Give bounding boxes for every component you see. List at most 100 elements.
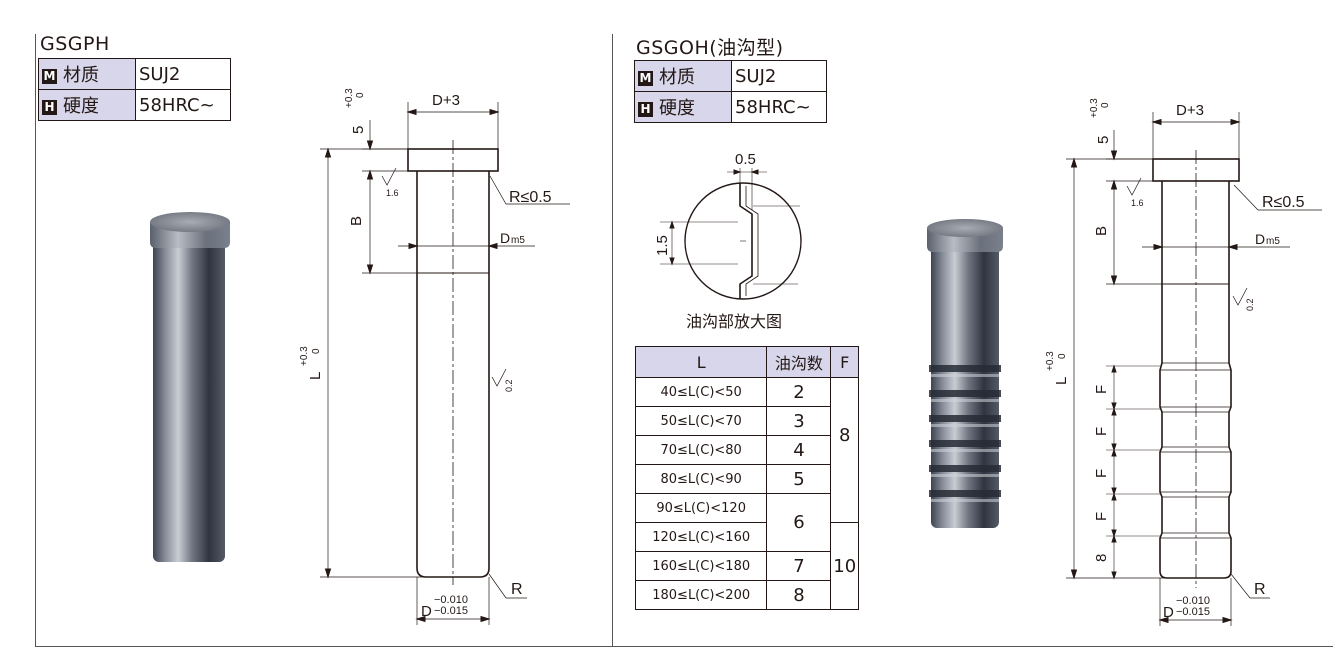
- row-count: 7: [766, 551, 832, 581]
- right-spec-table: M 材质 SUJ2 H 硬度 58HRC~: [634, 60, 827, 123]
- left-d-tol-lower: −0.015: [434, 605, 468, 617]
- left-l-tol-zero: 0: [311, 348, 322, 354]
- right-d-tol-upper: −0.010: [1176, 595, 1210, 607]
- left-material-value: SUJ2: [135, 58, 231, 90]
- right-radius-top: R≤0.5: [1262, 194, 1305, 211]
- row-count: 8: [766, 580, 832, 610]
- left-dm5-sub: m5: [511, 235, 525, 246]
- right-head-tol-zero: 0: [1100, 102, 1111, 108]
- row-l: 40≤L(C)<50: [634, 377, 768, 407]
- f-value-8: 8: [830, 377, 859, 494]
- right-hardness-label-cell: H 硬度: [634, 91, 732, 123]
- left-pin-photo: [150, 212, 230, 562]
- right-roughness-body: 0.2: [1245, 298, 1255, 311]
- hardness-icon: H: [638, 102, 653, 117]
- table-row: 70≤L(C)<80 4: [634, 435, 859, 465]
- left-dm5-main: D: [500, 230, 510, 246]
- left-pin-drawing: [320, 102, 570, 625]
- right-roughness-head: 1.6: [1131, 198, 1144, 208]
- right-dm5-main: D: [1255, 231, 1265, 247]
- left-drawing-labels: D+3 +0.3 0 5 R≤0.5 1.6 B D m5 L +0.3 0 0…: [299, 88, 552, 620]
- right-bottom-label: 8: [1093, 554, 1110, 562]
- row-l: 180≤L(C)<200: [634, 580, 768, 610]
- left-d-main: D: [421, 603, 432, 620]
- right-material-label-cell: M 材质: [634, 60, 732, 92]
- table-row: 160≤L(C)<180 7: [634, 551, 859, 581]
- left-head-height: 5: [350, 126, 367, 134]
- right-head-height: 5: [1095, 136, 1112, 144]
- right-material-row: M 材质 SUJ2: [634, 60, 827, 92]
- table-row: 50≤L(C)<70 3: [634, 406, 859, 436]
- row-l: 70≤L(C)<80: [634, 435, 768, 465]
- table-row: 180≤L(C)<200 8: [634, 580, 859, 610]
- oil-groove-detail: [660, 168, 802, 300]
- row-count: 3: [766, 406, 832, 436]
- header-count: 油沟数: [766, 346, 832, 378]
- right-dm5-sub: m5: [1266, 236, 1280, 247]
- bottom-border: [35, 646, 1333, 647]
- table-row: 90≤L(C)<120 6: [634, 493, 859, 552]
- right-drawing-labels: D+3 +0.3 0 5 R≤0.5 1.6 B D m5 0.2 L +0.3…: [1045, 98, 1305, 621]
- detail-labels: 0.5 1.5 油沟部放大图: [654, 151, 782, 331]
- left-radius-bottom: R: [511, 581, 523, 598]
- table-row: 80≤L(C)<90 5: [634, 464, 859, 494]
- row-l: 160≤L(C)<180: [634, 551, 768, 581]
- detail-height-dim: 1.5: [654, 235, 671, 256]
- row-l: 80≤L(C)<90: [634, 464, 768, 494]
- right-material-value: SUJ2: [731, 60, 827, 92]
- row-count: 2: [766, 377, 832, 407]
- left-border: [35, 34, 36, 646]
- left-material-label: 材质: [63, 65, 99, 86]
- left-l-label: L: [307, 372, 324, 380]
- right-pin-drawing: [1066, 112, 1322, 626]
- left-radius-top: R≤0.5: [509, 189, 552, 206]
- header-f: F: [830, 346, 859, 378]
- right-head-dim: D+3: [1176, 102, 1204, 119]
- left-roughness-head: 1.6: [386, 188, 399, 198]
- right-l-tol-zero: 0: [1057, 353, 1068, 359]
- right-hardness-row: H 硬度 58HRC~: [634, 91, 827, 123]
- right-f-label: F: [1093, 512, 1110, 521]
- right-title: GSGOH(油沟型): [636, 37, 784, 59]
- left-l-tol-plus: +0.3: [299, 346, 310, 366]
- left-d-tol-upper: −0.010: [434, 594, 468, 606]
- row-l: 90≤L(C)<120: [634, 493, 768, 523]
- row-l: 50≤L(C)<70: [634, 406, 768, 436]
- row-count: 6: [766, 493, 832, 552]
- left-head-dim: D+3: [432, 92, 460, 109]
- left-roughness-body: 0.2: [504, 379, 514, 392]
- right-d-tol-lower: −0.015: [1176, 606, 1210, 618]
- material-icon: M: [638, 71, 653, 86]
- right-b-label: B: [1093, 226, 1110, 236]
- right-f-label: F: [1093, 385, 1110, 394]
- left-hardness-value: 58HRC~: [135, 89, 231, 121]
- right-f-label: F: [1093, 427, 1110, 436]
- oil-table-header: L 油沟数 F: [634, 346, 859, 378]
- table-row: 40≤L(C)<50 2 8: [634, 377, 859, 494]
- header-l: L: [634, 346, 768, 378]
- right-head-tol-plus: +0.3: [1089, 98, 1100, 118]
- left-title: GSGPH: [40, 33, 110, 55]
- left-head-tol-zero: 0: [355, 92, 366, 98]
- right-d-main: D: [1163, 604, 1174, 621]
- right-l-label: L: [1053, 377, 1070, 385]
- right-radius-bottom: R: [1254, 581, 1266, 598]
- center-divider: [612, 34, 613, 646]
- right-material-label: 材质: [659, 67, 695, 88]
- row-count: 4: [766, 435, 832, 465]
- detail-caption: 油沟部放大图: [686, 313, 782, 331]
- row-count: 5: [766, 464, 832, 494]
- right-pin-photo: [927, 219, 1003, 528]
- detail-width-dim: 0.5: [735, 151, 756, 168]
- right-hardness-value: 58HRC~: [731, 91, 827, 123]
- f-value-10: 10: [830, 522, 859, 610]
- table-row: 120≤L(C)<160 10: [634, 522, 859, 610]
- right-hardness-label: 硬度: [659, 98, 695, 119]
- right-l-tol-plus: +0.3: [1045, 351, 1056, 371]
- left-head-tol-plus: +0.3: [344, 88, 355, 108]
